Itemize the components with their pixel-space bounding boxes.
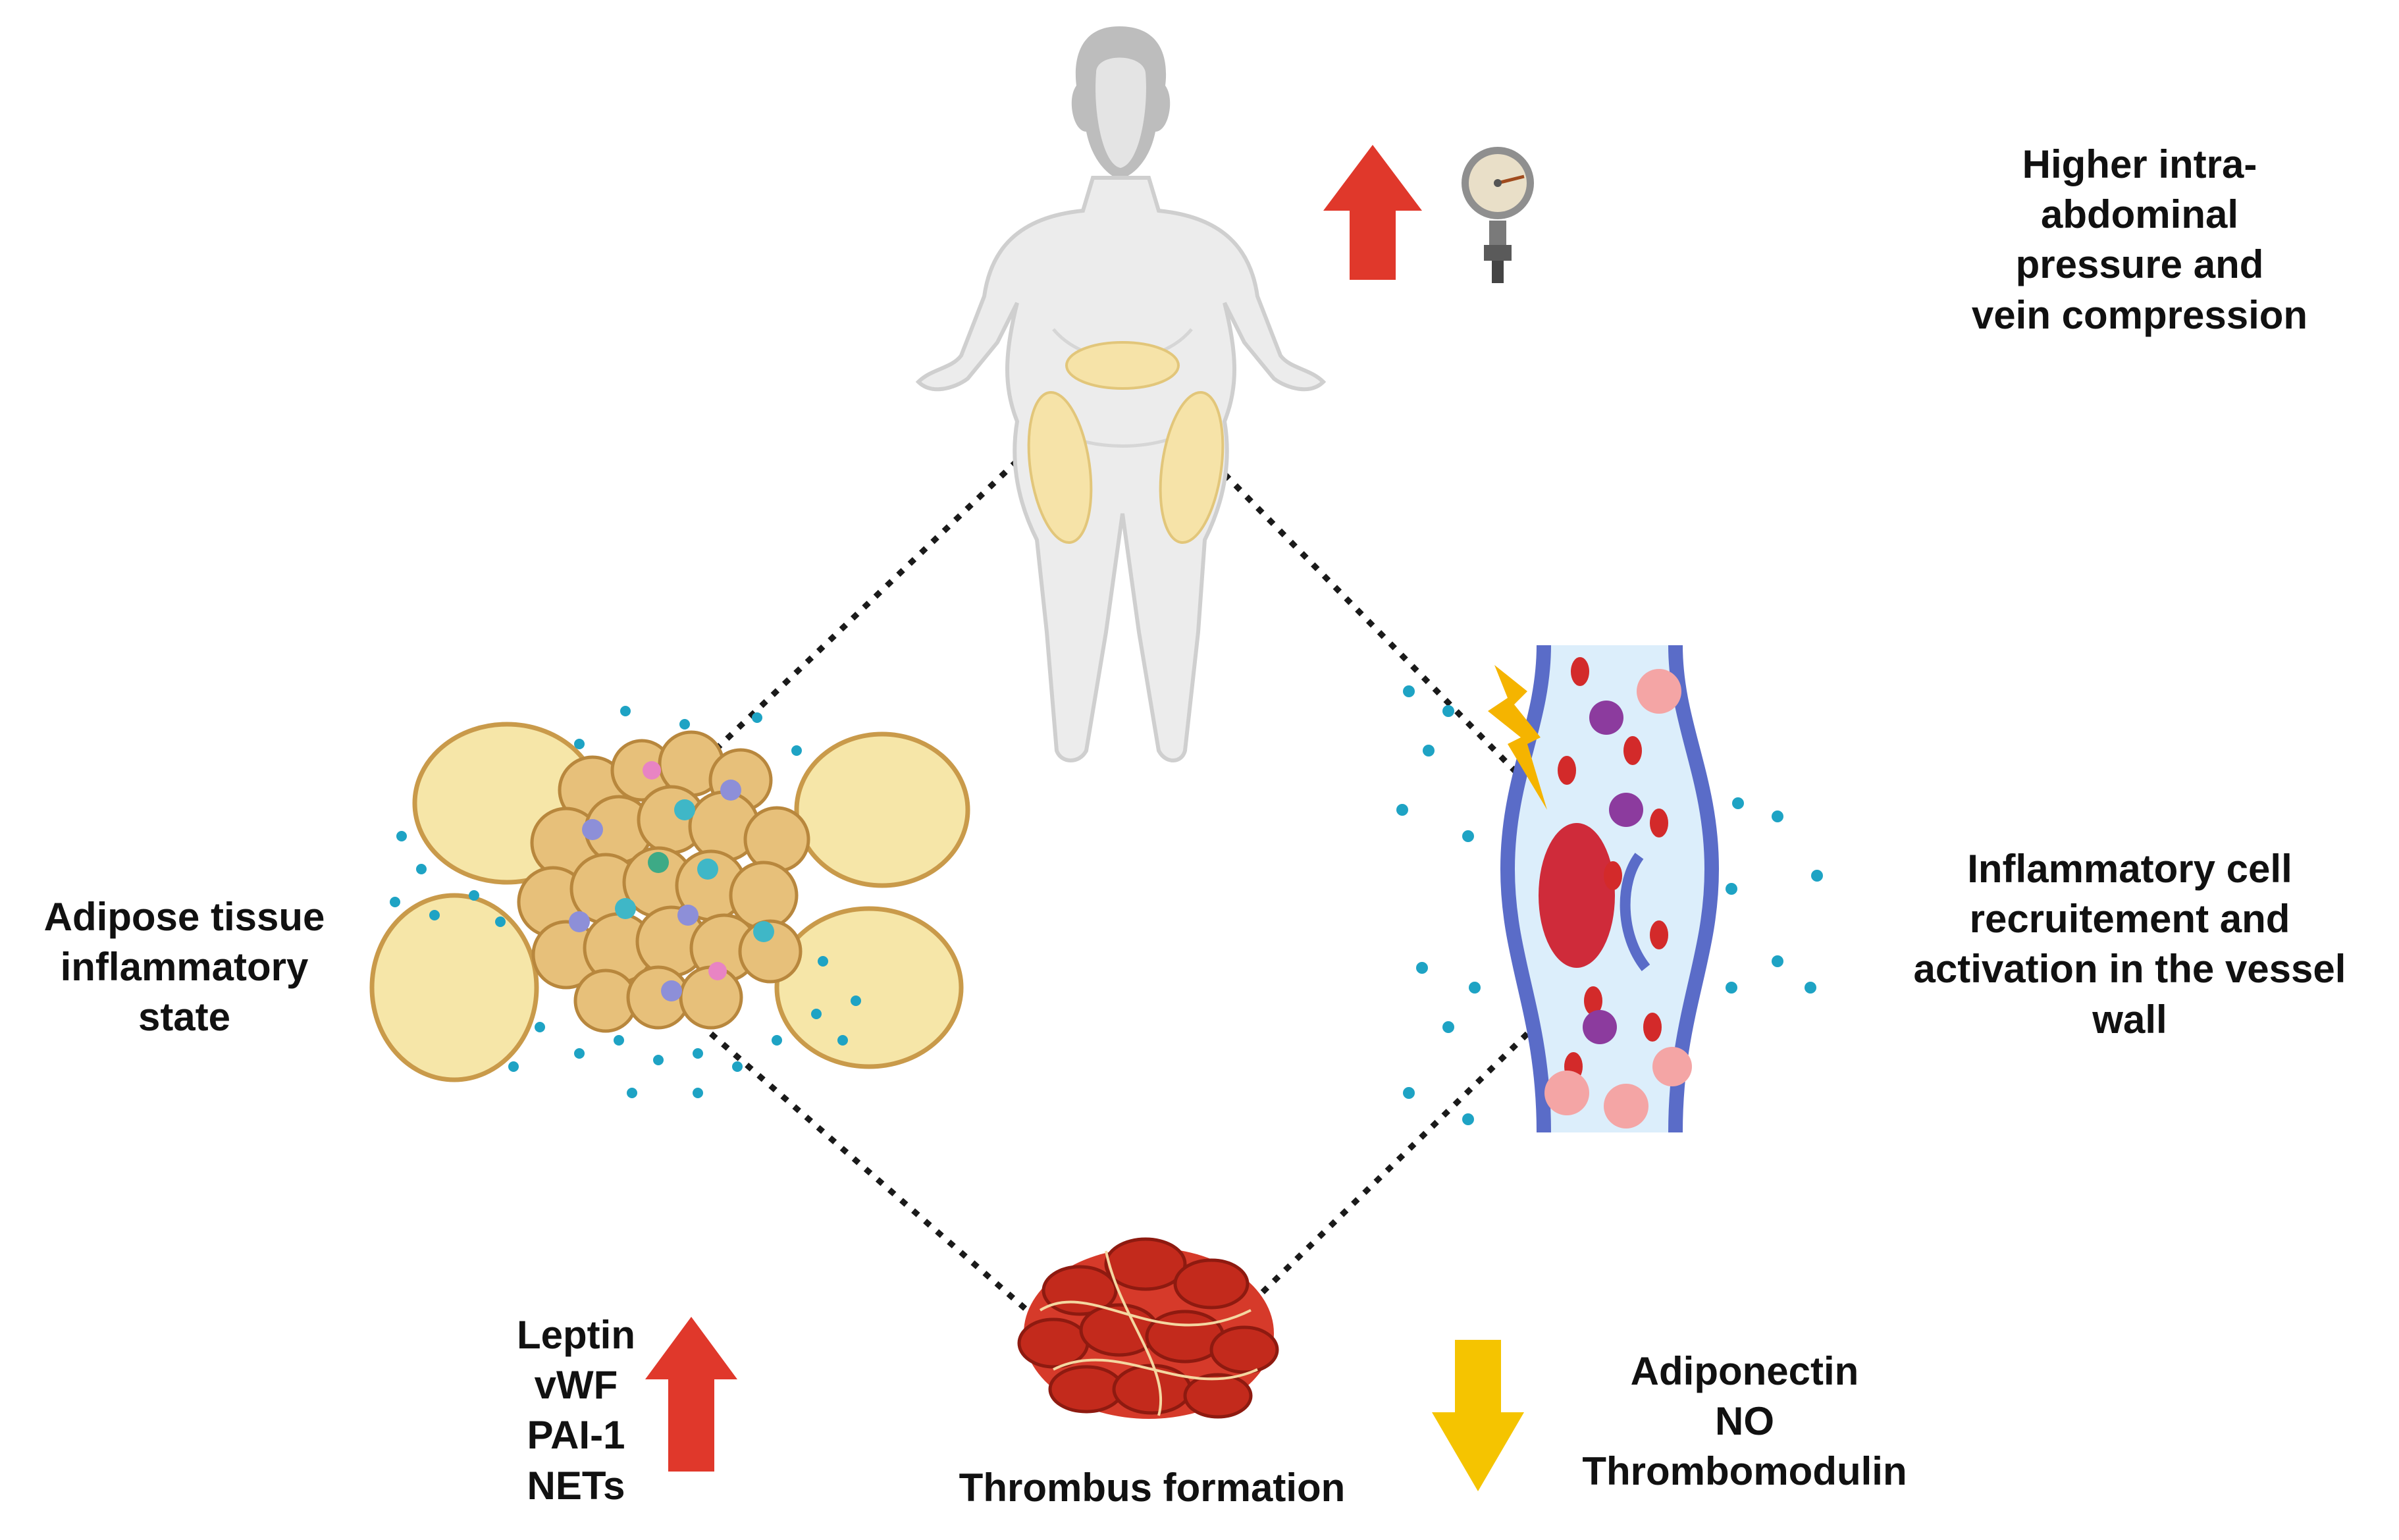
line-body-adipose: [705, 458, 1020, 760]
line-adipose-thrombus: [709, 1031, 1029, 1313]
line-vessel-thrombus: [1248, 1031, 1530, 1306]
vessel-wall-left: [1500, 645, 1551, 1133]
line-body-vessel: [1222, 471, 1523, 780]
label-adipose: Adipose tissue inflammatory state: [43, 895, 325, 1040]
label-pressure: Higher intra- abdominal pressure and vei…: [1971, 142, 2308, 337]
left-thigh-fat-icon: [1027, 390, 1093, 544]
injury-bolt-icon: [1488, 665, 1547, 810]
belly-fat-icon: [1065, 341, 1180, 390]
leukocytes: [1583, 701, 1643, 1044]
pressure-gauge-icon: [1462, 147, 1534, 283]
red-blood-cells: [1558, 657, 1668, 1081]
cytokine-dots-vessel: [1396, 685, 1823, 1125]
thrombus-clot-illustration: [1017, 1237, 1279, 1419]
label-inflammatory-cells: Inflammatory cell recruitement and activ…: [1913, 847, 2346, 1042]
down-arrow-icon: [1432, 1340, 1524, 1491]
up-arrow-icon: [1323, 145, 1422, 280]
immune-cells: [569, 761, 774, 1001]
right-thigh-fat-icon: [1159, 390, 1225, 544]
connector-lines: [705, 458, 1530, 1313]
blood-vessel-illustration: [1396, 645, 1823, 1133]
label-decreased-factors: Adiponectin NO Thrombomodulin: [1582, 1349, 1907, 1494]
cytokine-dots-adipose: [390, 706, 861, 1098]
activated-platelets: [1544, 669, 1692, 1128]
label-thrombus: Thrombus formation: [959, 1466, 1346, 1510]
clot-in-vessel: [1539, 823, 1615, 968]
label-increased-factors: Leptin vWF PAI-1 NETs: [517, 1313, 635, 1508]
up-arrow-factors-icon: [645, 1317, 737, 1472]
adipose-tissue-illustration: [369, 706, 970, 1098]
vessel-wall-right: [1668, 645, 1720, 1133]
obese-body-figure: [915, 26, 1327, 762]
